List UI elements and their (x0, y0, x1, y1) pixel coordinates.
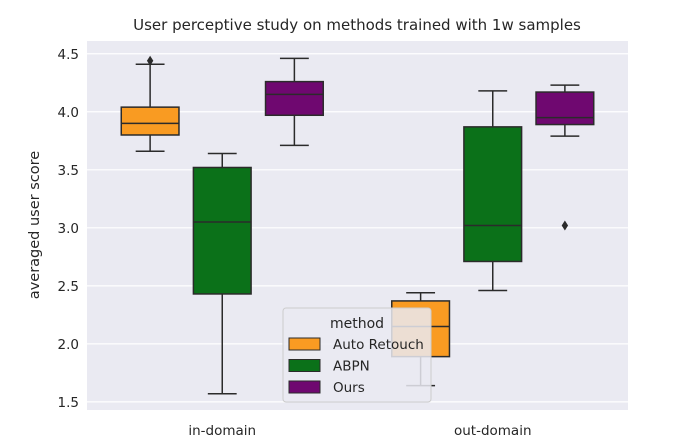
legend-label: Auto Retouch (333, 337, 424, 353)
y-tick-label: 3.5 (58, 163, 79, 179)
y-tick-label: 4.0 (58, 105, 79, 121)
box-auto-retouch-in-domain (120, 55, 180, 152)
box-iqr (264, 80, 324, 117)
box-iqr (535, 91, 595, 126)
y-axis-ticks: 1.5 2.0 2.5 3.0 3.5 4.0 4.5 (58, 47, 79, 411)
legend-title: method (330, 316, 384, 332)
legend-item: ABPN (288, 359, 370, 375)
y-tick-label: 2.5 (58, 279, 79, 295)
chart-title: User perceptive study on methods trained… (133, 16, 581, 34)
legend-item: Auto Retouch (288, 337, 424, 353)
outlier-marker (146, 55, 154, 66)
legend-swatch (288, 337, 321, 351)
legend-item: Ours (288, 380, 365, 396)
y-tick-label: 3.0 (58, 221, 79, 237)
legend-label: ABPN (333, 359, 370, 375)
x-tick-label: out-domain (454, 423, 532, 439)
box-iqr (192, 166, 252, 295)
y-axis-label: averaged user score (27, 151, 43, 299)
box-iqr (463, 126, 523, 263)
legend-frame (282, 307, 432, 403)
legend-swatch (288, 359, 321, 372)
x-axis-ticks: in-domain out-domain (188, 423, 531, 439)
x-tick-label: in-domain (188, 423, 256, 439)
legend-swatch (288, 380, 321, 394)
y-tick-label: 1.5 (58, 395, 79, 411)
box-iqr (120, 106, 180, 136)
legend-label: Ours (333, 380, 365, 396)
outlier-marker (561, 220, 569, 231)
box-groups (120, 55, 595, 395)
y-tick-label: 4.5 (58, 47, 79, 63)
box-ours-out-domain (535, 84, 595, 231)
box-abpn-out-domain (463, 90, 523, 292)
y-tick-label: 2.0 (58, 337, 79, 353)
box-ours-in-domain (264, 57, 324, 147)
box-abpn-in-domain (192, 152, 252, 395)
